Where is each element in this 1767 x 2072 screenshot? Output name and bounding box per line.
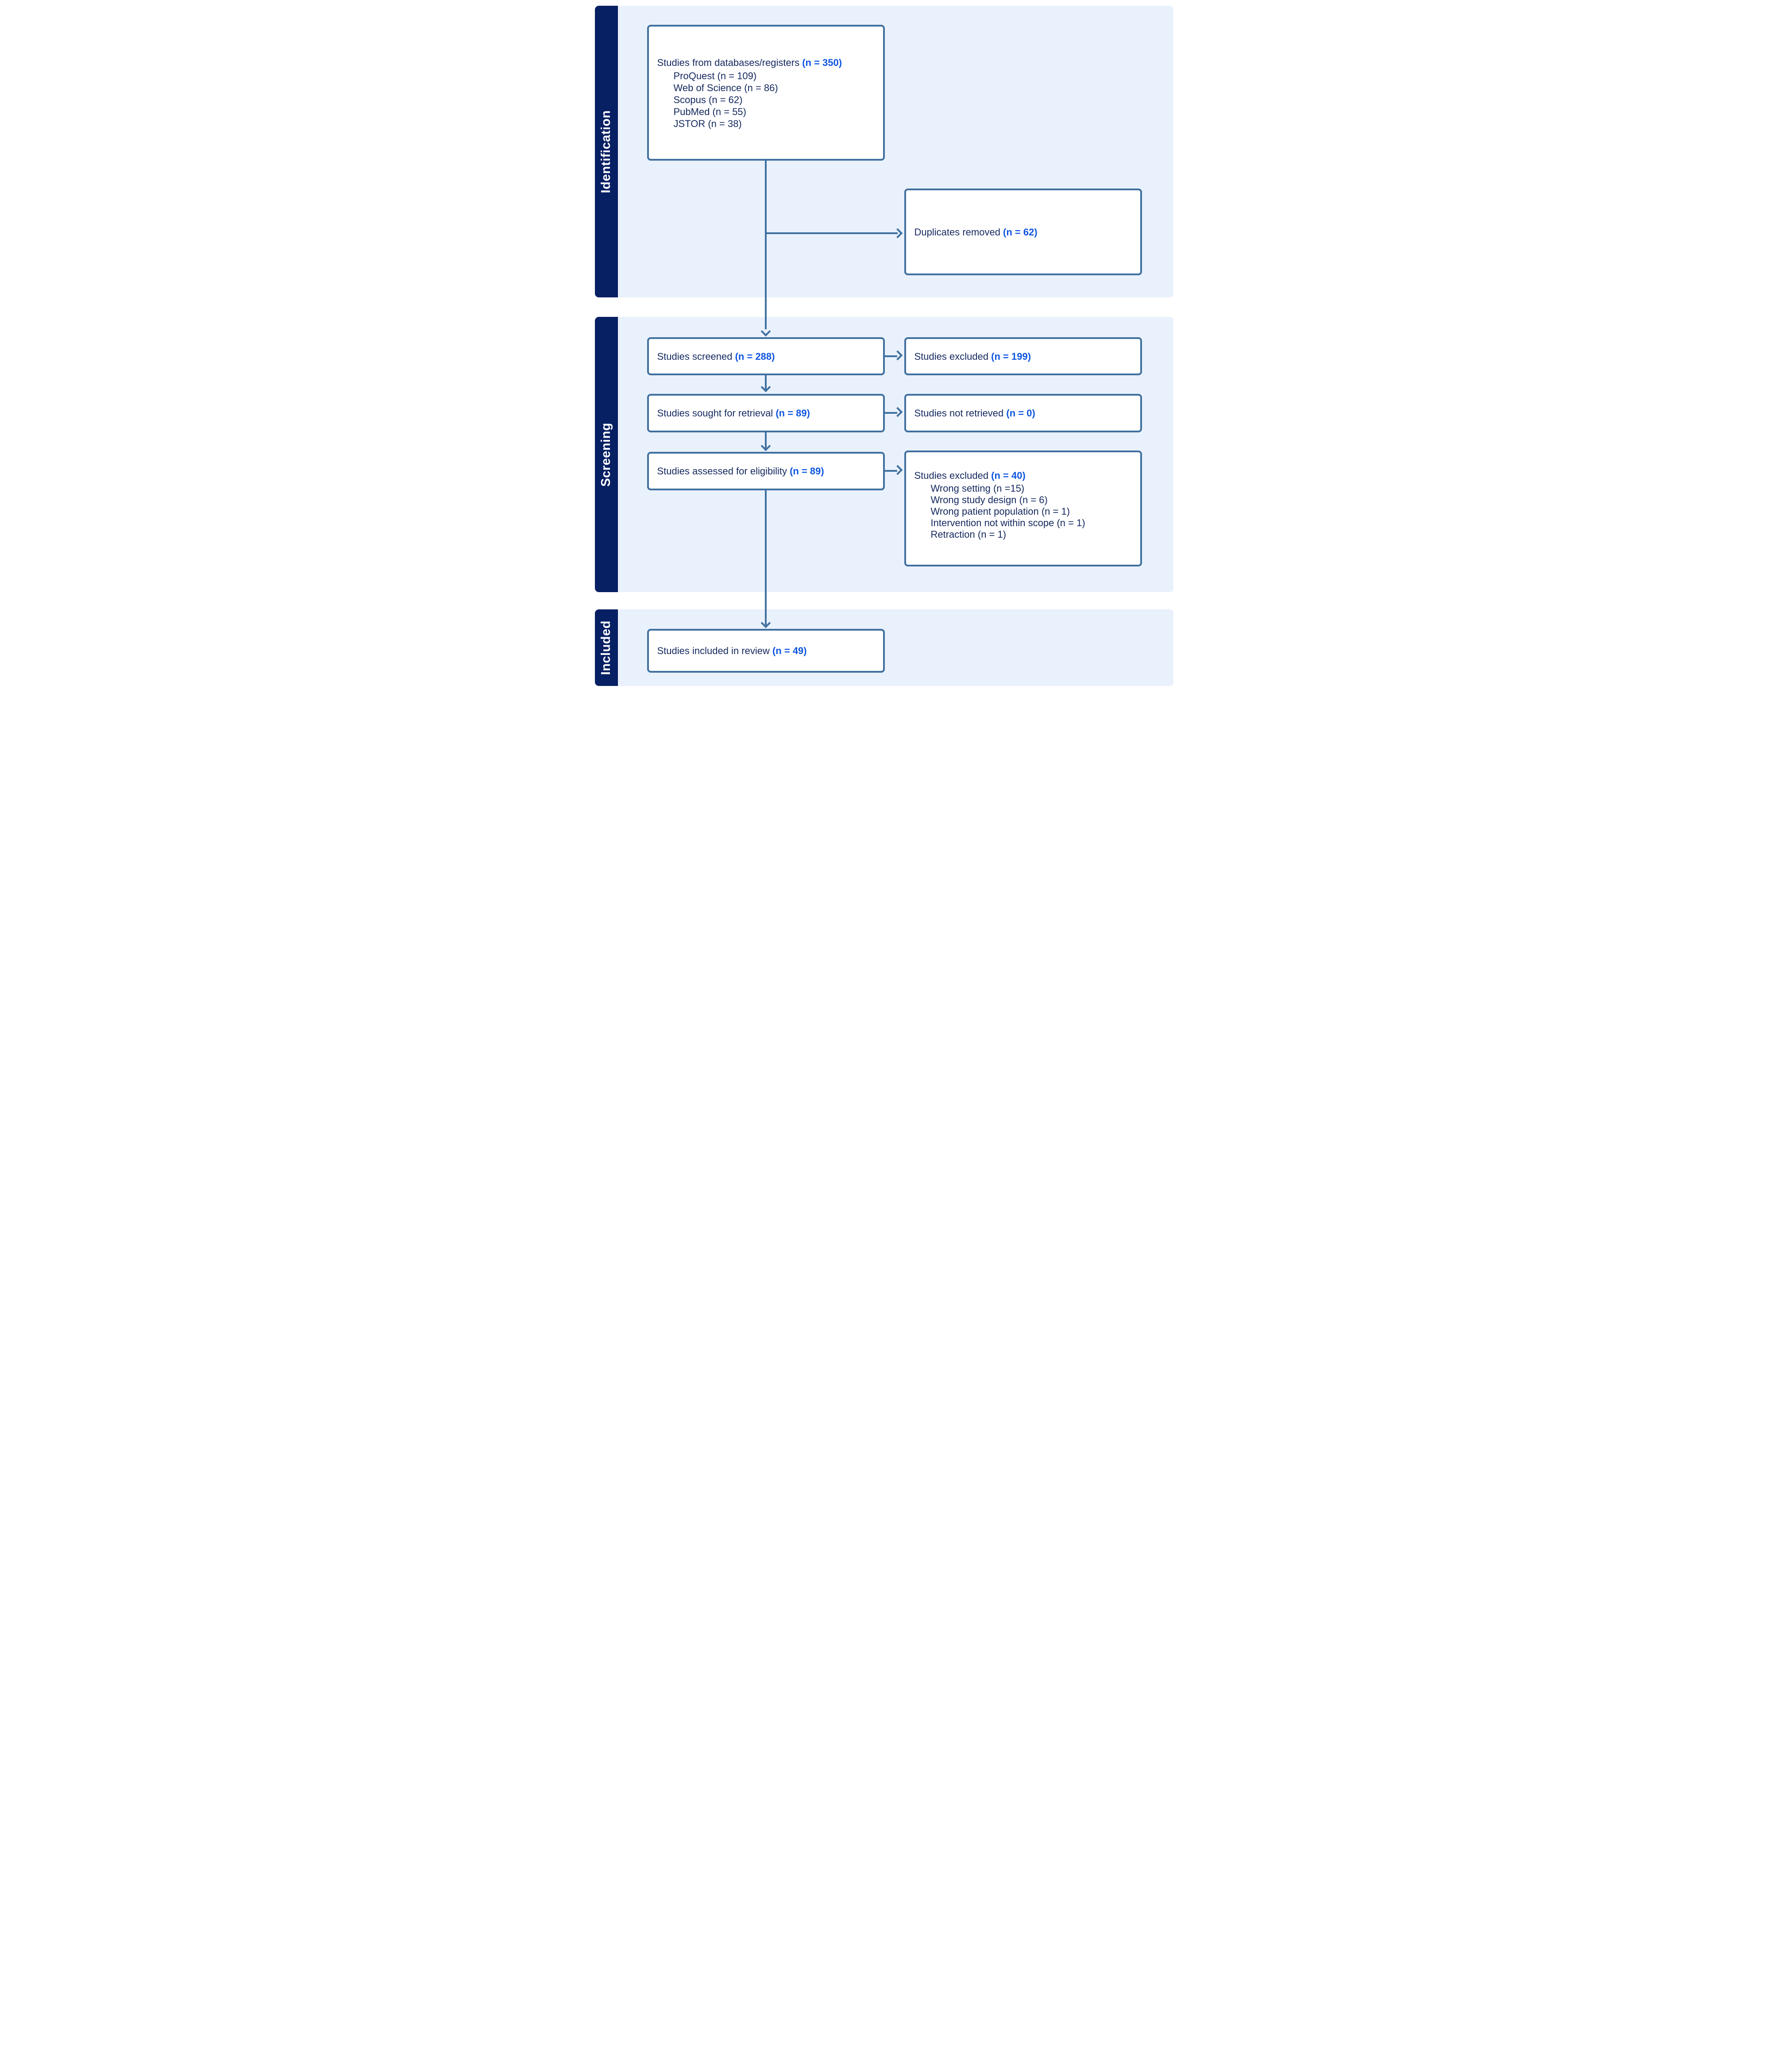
connector-sought-to-assessed (764, 432, 767, 450)
box-studies-sought-for-retrieval: Studies sought for retrieval (n = 89) (647, 394, 885, 432)
list-item: PubMed (n = 55) (673, 106, 746, 117)
list-item: Wrong study design (n = 6) (930, 494, 1048, 505)
connector-screened-to-sought (764, 375, 767, 391)
box-studies-sought-title: Studies sought for retrieval (n = 89) (657, 408, 810, 419)
box-studies-excluded-eligibility: Studies excluded (n = 40) Wrong setting … (904, 451, 1142, 566)
box-studies-screened-title: Studies screened (n = 288) (657, 350, 775, 362)
stage-tab-identification: Identification (594, 6, 618, 297)
exclusion-reason-list: Wrong setting (n =15) Wrong study design… (914, 483, 1135, 540)
box-studies-from-databases-title: Studies from databases/registers (n = 35… (657, 57, 842, 68)
stage-label-screening: Screening (599, 422, 613, 487)
connector-assessed-to-included (764, 490, 767, 625)
stage-label-included: Included (599, 620, 613, 675)
list-item: Retraction (n = 1) (930, 529, 1007, 540)
box-studies-from-databases: Studies from databases/registers (n = 35… (647, 25, 885, 161)
box-studies-not-retrieved: Studies not retrieved (n = 0) (904, 394, 1142, 432)
stage-tab-included: Included (594, 609, 618, 686)
list-item: Intervention not within scope (n = 1) (930, 517, 1085, 528)
box-studies-not-retrieved-title: Studies not retrieved (n = 0) (914, 408, 1035, 419)
list-item: ProQuest (n = 109) (673, 70, 757, 81)
box-studies-excluded-screening: Studies excluded (n = 199) (904, 337, 1142, 375)
box-studies-excluded-screening-title: Studies excluded (n = 199) (914, 350, 1031, 362)
box-studies-excluded-eligibility-title: Studies excluded (n = 40) (914, 470, 1026, 481)
box-studies-included-title: Studies included in review (n = 49) (657, 645, 807, 656)
box-studies-included-in-review: Studies included in review (n = 49) (647, 629, 885, 673)
connector-sought-to-not-retrieved (884, 412, 897, 414)
list-item: Wrong setting (n =15) (930, 483, 1025, 494)
list-item: Scopus (n = 62) (673, 94, 743, 105)
connector-screened-to-excluded (884, 355, 897, 357)
stage-label-identification: Identification (599, 110, 613, 193)
prisma-flow-diagram: Identification Screening Included Studie… (589, 0, 1178, 691)
box-studies-screened: Studies screened (n = 288) (647, 337, 885, 375)
box-studies-assessed-for-eligibility: Studies assessed for eligibility (n = 89… (647, 452, 885, 490)
list-item: JSTOR (n = 38) (673, 118, 742, 129)
box-duplicates-removed: Duplicates removed (n = 62) (904, 189, 1142, 275)
connector-assessed-to-excluded-eligibility (884, 470, 897, 472)
list-item: Wrong patient population (n = 1) (930, 506, 1070, 517)
database-source-list: ProQuest (n = 109) Web of Science (n = 8… (657, 70, 878, 130)
box-duplicates-removed-title: Duplicates removed (n = 62) (914, 226, 1038, 238)
connector-sources-to-screened (764, 160, 767, 329)
list-item: Web of Science (n = 86) (673, 82, 778, 93)
box-studies-assessed-title: Studies assessed for eligibility (n = 89… (657, 466, 824, 477)
connector-branch-to-duplicates (764, 232, 898, 234)
stage-tab-screening: Screening (594, 317, 618, 592)
